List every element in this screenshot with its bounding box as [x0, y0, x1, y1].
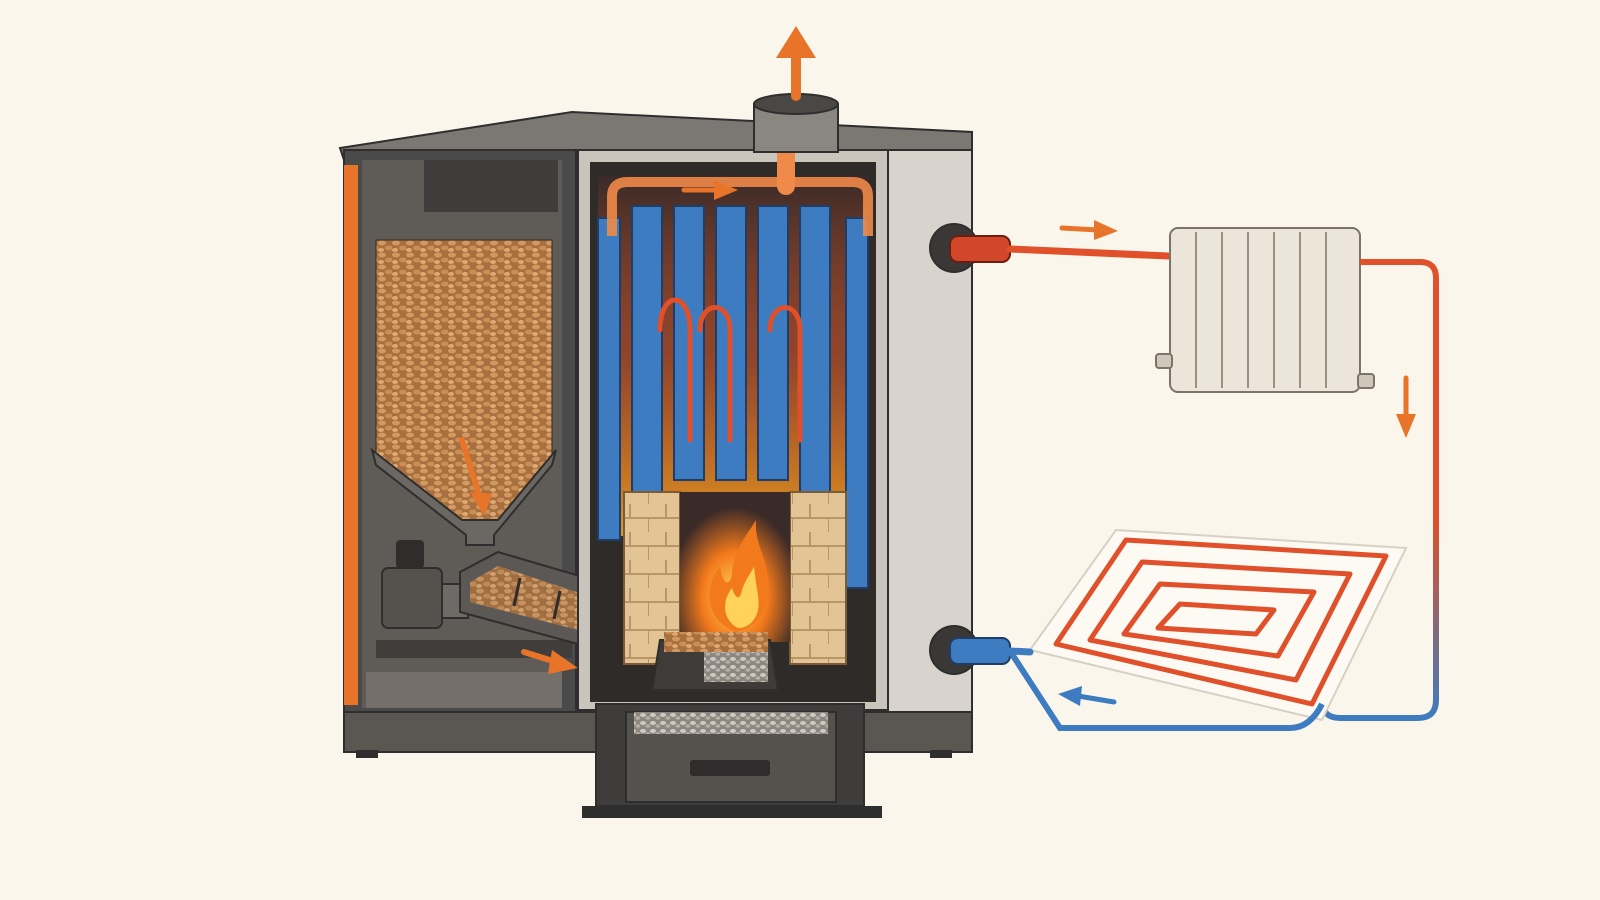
flue-gas-paths: [657, 297, 803, 443]
flue-manifold: [607, 177, 873, 236]
underfloor-heating: [1007, 528, 1408, 731]
flame-icon: [709, 520, 769, 632]
hopper-lower-bay: [366, 672, 562, 708]
water-jacket-right: [845, 217, 869, 589]
radiator-valve-right: [1357, 373, 1375, 389]
radiator-valve-left: [1155, 353, 1173, 369]
arrow-down-icon: [459, 437, 492, 516]
hopper-funnel: [370, 447, 557, 546]
floor-loop-return-lead: [1007, 649, 1325, 731]
arrow-up-icon: [776, 26, 816, 101]
ash-drawer[interactable]: [625, 711, 837, 803]
firebrick-right: [789, 491, 847, 665]
supply-fitting: [949, 235, 1011, 263]
hopper-lid-recess: [424, 160, 558, 212]
supply-pipe: [1006, 245, 1172, 260]
radiator-outlet-pipe: [1360, 259, 1439, 520]
orange-side-stripe: [344, 165, 358, 705]
radiator-body: [1169, 227, 1361, 393]
return-pipe: [1006, 647, 1034, 656]
burning-pellets: [664, 632, 768, 652]
arrow-down-icon: [1396, 375, 1416, 438]
arrow-right-icon: [1059, 220, 1118, 240]
drawer-base: [582, 806, 882, 818]
arrow-left-icon: [1058, 686, 1117, 706]
casing-foot-left: [356, 750, 378, 758]
radiator: [1155, 227, 1375, 393]
flue-chimney: [753, 26, 839, 195]
return-fitting: [949, 637, 1011, 665]
supply-connection: [929, 223, 1011, 273]
heat-exchanger-section: [577, 149, 889, 818]
auger-motor: [381, 567, 443, 629]
arrow-right-icon: [681, 180, 738, 200]
water-jacket-left: [597, 217, 621, 541]
ash-drawer-handle[interactable]: [690, 760, 770, 776]
return-connection: [929, 625, 1011, 675]
motor-cap: [396, 540, 424, 568]
arrow-right-icon: [521, 649, 578, 674]
casing-foot-right: [930, 750, 952, 758]
ash-bed: [704, 652, 768, 682]
firebrick-left: [623, 491, 681, 665]
floor-panel: [1028, 528, 1408, 722]
floor-loop-coil: [1053, 537, 1389, 707]
radiator-fins: [1195, 232, 1327, 388]
